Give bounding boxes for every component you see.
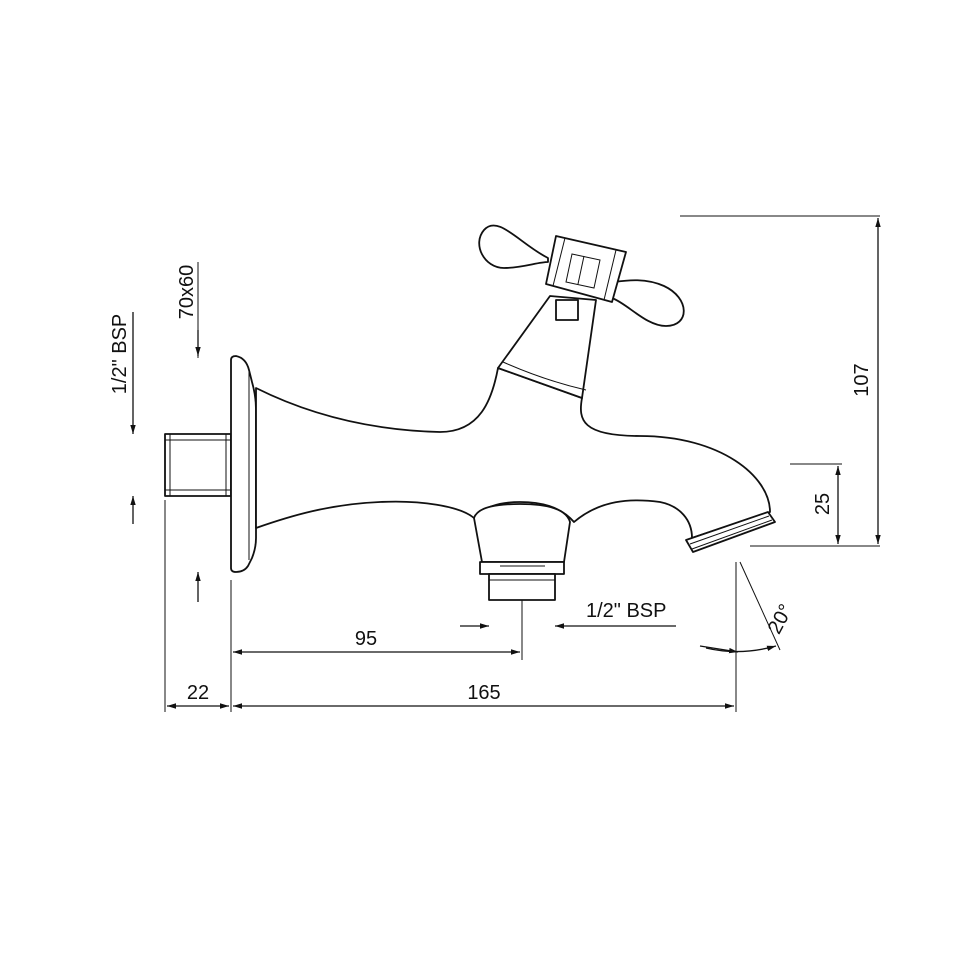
spout-body — [255, 367, 771, 539]
label-165: 165 — [467, 682, 500, 704]
label-95: 95 — [355, 628, 377, 650]
label-22: 22 — [187, 682, 209, 704]
angle-arc-20 — [705, 645, 777, 653]
wall-thread-nipple — [164, 433, 232, 497]
dimension-lines — [130, 215, 881, 712]
label-25: 25 — [812, 493, 834, 515]
aerator — [685, 511, 776, 553]
label-107: 107 — [851, 363, 873, 396]
label-20-degrees: 20° — [764, 601, 798, 638]
label-bsp-bottom: 1/2" BSP — [586, 600, 666, 622]
bottom-inlet — [473, 503, 571, 601]
label-bsp-left: 1/2" BSP — [109, 314, 131, 394]
valve-body — [497, 295, 597, 399]
faucet-outline — [164, 224, 776, 601]
label-70x60: 70x60 — [176, 265, 198, 320]
wall-flange — [230, 355, 257, 573]
cross-handle — [478, 224, 685, 327]
